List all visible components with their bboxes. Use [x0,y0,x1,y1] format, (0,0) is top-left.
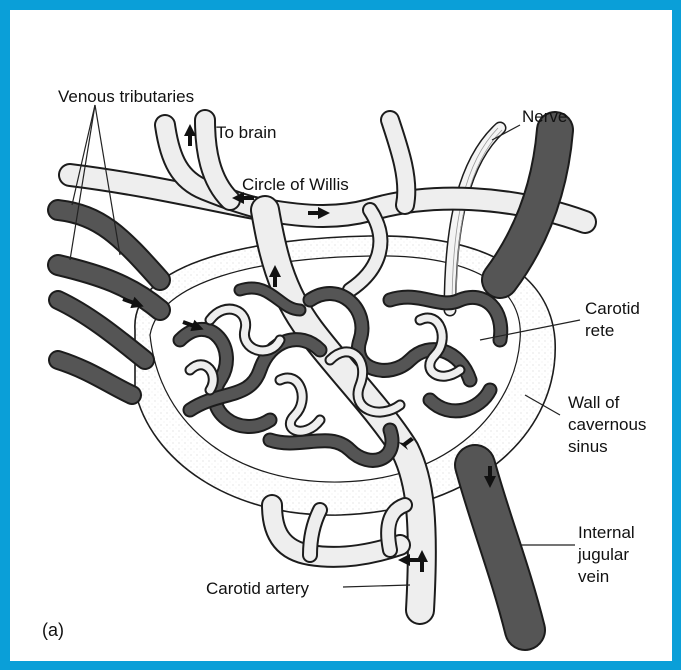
label-wall-3: sinus [568,437,608,456]
label-nerve: Nerve [522,107,567,126]
label-carotid-rete-2: rete [585,321,614,340]
label-carotid-rete-1: Carotid [585,299,640,318]
cavernous-sinus-diagram: Venous tributaries To brain Nerve Circle… [10,10,672,661]
label-wall-2: cavernous [568,415,646,434]
figure-frame: Venous tributaries To brain Nerve Circle… [10,10,672,661]
label-circle-of-willis: Circle of Willis [242,175,349,194]
label-to-brain: To brain [216,123,276,142]
label-carotid-artery: Carotid artery [206,579,309,598]
label-wall-1: Wall of [568,393,620,412]
label-ijv-1: Internal [578,523,635,542]
label-ijv-3: vein [578,567,609,586]
label-venous-tributaries: Venous tributaries [58,87,194,106]
panel-label: (a) [42,620,64,640]
label-ijv-2: jugular [577,545,629,564]
